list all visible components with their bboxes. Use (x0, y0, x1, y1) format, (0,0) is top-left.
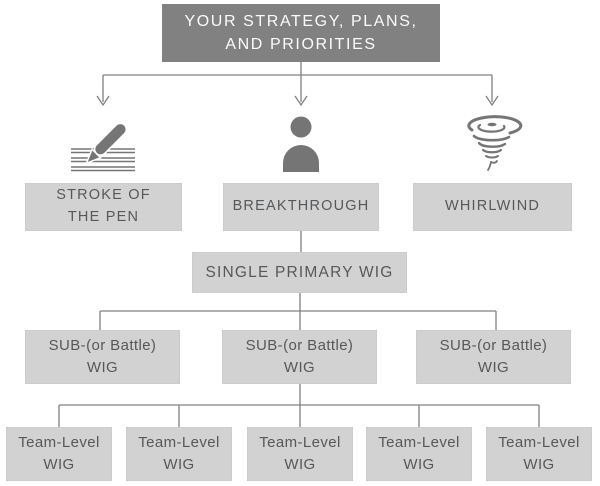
team-wig-line2: WIG (523, 456, 555, 473)
root-strategy-line1: YOUR STRATEGY, PLANS, (184, 12, 418, 30)
pen-signature-icon (71, 122, 135, 172)
team-wig-box: Team-Level WIG (486, 427, 592, 481)
team-wig-line1: Team-Level (18, 434, 100, 452)
team-wig-box: Team-Level WIG (6, 427, 112, 481)
sub-wig-line2: WIG (283, 359, 316, 376)
team-wig-line2: WIG (403, 456, 435, 473)
root-strategy-box: YOUR STRATEGY, PLANS, AND PRIORITIES (162, 4, 440, 62)
sub-wig-line1: SUB-(or Battle) (439, 337, 548, 355)
sub-wig-line2: WIG (86, 359, 119, 376)
branch-label-line2: THE PEN (67, 209, 140, 225)
team-wig-line2: WIG (43, 456, 75, 473)
team-wig-line1: Team-Level (138, 434, 220, 452)
sub-wig-box: SUB-(or Battle) WIG (416, 330, 571, 384)
team-wig-line2: WIG (163, 456, 195, 473)
tornado-icon (467, 115, 523, 171)
single-primary-wig-box: SINGLE PRIMARY WIG (192, 252, 407, 293)
branch-label-line1: STROKE OF (56, 187, 151, 204)
person-icon (283, 116, 319, 172)
sub-wig-box: SUB-(or Battle) WIG (222, 330, 377, 384)
branch-label: WHIRLWIND (444, 198, 541, 215)
sub-wig-line2: WIG (477, 359, 510, 376)
sub-wig-line1: SUB-(or Battle) (48, 337, 157, 355)
branch-label: BREAKTHROUGH (232, 198, 370, 215)
branch-box-breakthrough: BREAKTHROUGH (223, 183, 379, 231)
team-wig-box: Team-Level WIG (366, 427, 472, 481)
sub-wig-line1: SUB-(or Battle) (245, 337, 354, 355)
root-strategy-line2: AND PRIORITIES (225, 36, 377, 53)
branch-box-whirlwind: WHIRLWIND (413, 183, 572, 231)
team-wig-box: Team-Level WIG (126, 427, 232, 481)
single-primary-wig-label: SINGLE PRIMARY WIG (205, 263, 394, 281)
team-wig-line1: Team-Level (498, 434, 580, 452)
team-wig-line2: WIG (284, 456, 316, 473)
team-wig-line1: Team-Level (378, 434, 460, 452)
team-wig-box: Team-Level WIG (247, 427, 353, 481)
team-wig-line1: Team-Level (259, 434, 341, 452)
branch-box-stroke-of-the-pen: STROKE OF THE PEN (25, 183, 182, 231)
sub-wig-box: SUB-(or Battle) WIG (25, 330, 180, 384)
